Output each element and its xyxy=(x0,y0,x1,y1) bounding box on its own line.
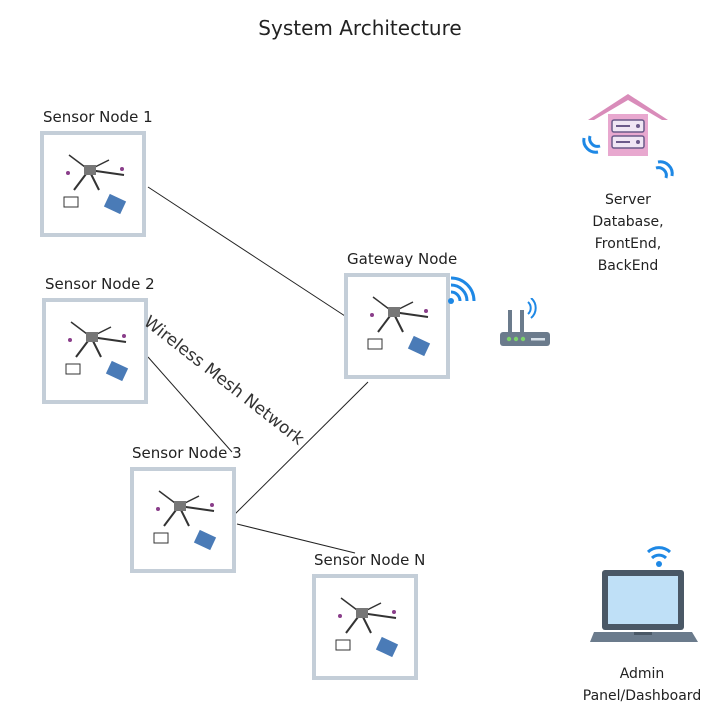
sensor-node-2[interactable] xyxy=(42,298,148,404)
circuit-board-icon xyxy=(367,296,431,357)
wifi-icon xyxy=(448,276,476,304)
server-line-backend: BackEnd xyxy=(597,258,659,274)
server-title: Server xyxy=(605,192,651,208)
link-sensor3-gateway xyxy=(231,381,369,518)
admin-subtitle: Panel/Dashboard xyxy=(582,688,702,704)
link-sensor1-gateway xyxy=(147,186,346,317)
server-caption: Server Database, FrontEnd, BackEnd xyxy=(580,189,676,277)
diagram-title: System Architecture xyxy=(258,16,462,40)
sensor-node-3[interactable] xyxy=(130,467,236,573)
sensor-node-n-label: Sensor Node N xyxy=(314,551,426,569)
sensor-node-1[interactable] xyxy=(40,131,146,237)
circuit-board-icon xyxy=(63,154,127,215)
server-line-database: Database, xyxy=(592,214,664,230)
sensor-node-2-label: Sensor Node 2 xyxy=(45,275,155,293)
link-sensor3-sensorN xyxy=(236,523,356,554)
link-sensor2-sensor3 xyxy=(147,356,233,453)
admin-caption: Admin Panel/Dashboard xyxy=(566,663,718,707)
circuit-board-icon xyxy=(335,597,399,658)
sensor-node-3-label: Sensor Node 3 xyxy=(132,444,242,462)
sensor-node-n[interactable] xyxy=(312,574,418,680)
circuit-board-icon xyxy=(153,490,217,551)
server-line-frontend: FrontEnd, xyxy=(594,236,662,252)
circuit-board-icon xyxy=(65,321,129,382)
router-icon xyxy=(500,298,550,346)
gateway-node[interactable] xyxy=(344,273,450,379)
admin-title: Admin xyxy=(619,666,665,682)
gateway-node-label: Gateway Node xyxy=(347,250,458,268)
sensor-node-1-label: Sensor Node 1 xyxy=(43,108,153,126)
laptop-icon xyxy=(590,546,698,642)
server-house-icon xyxy=(582,94,674,179)
